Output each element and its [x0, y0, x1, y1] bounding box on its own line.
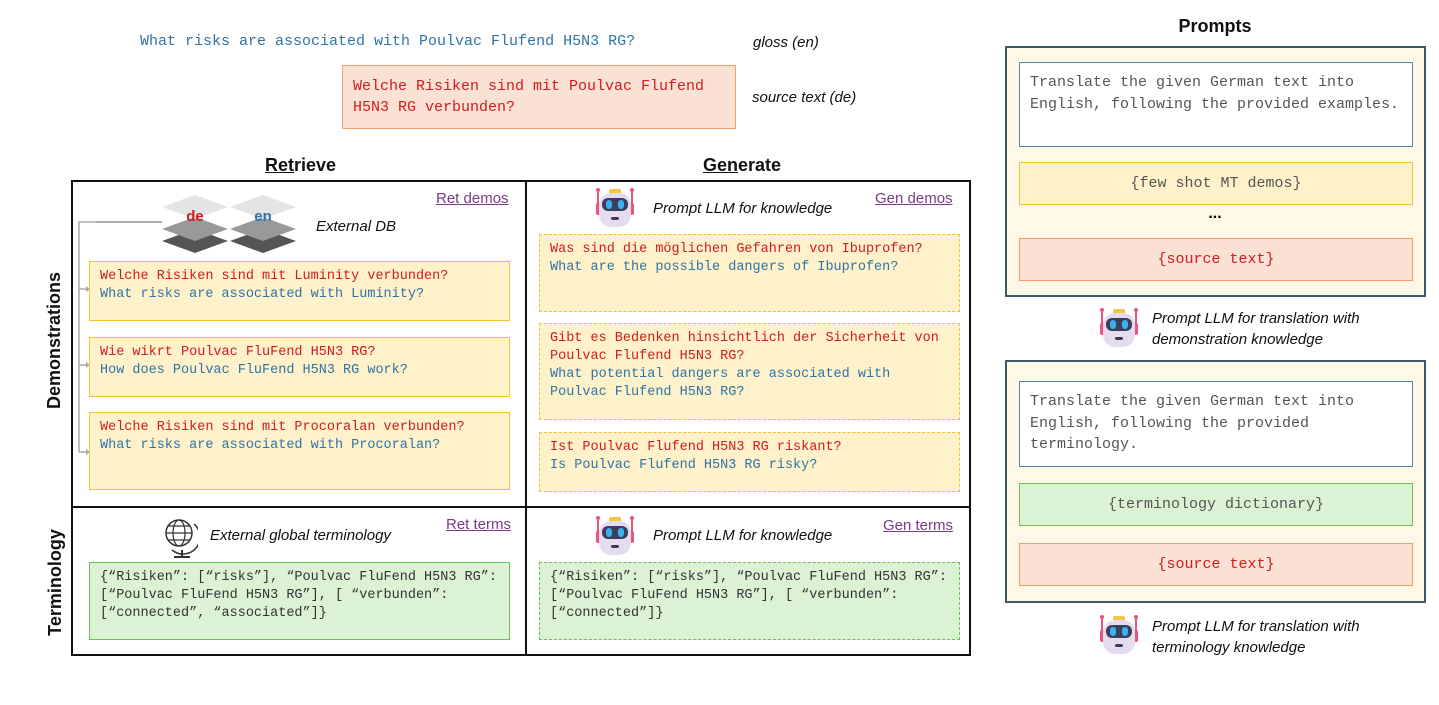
- connector-top: [96, 221, 162, 223]
- prompts-title: Prompts: [1178, 16, 1252, 36]
- demo-prompt-instruction: Translate the given German text into Eng…: [1019, 62, 1413, 147]
- robot-icon: [1097, 305, 1141, 349]
- ret-demo-item: Welche Risiken sind mit Procoralan verbu…: [89, 412, 510, 490]
- retrieve-rest: rieve: [294, 155, 337, 175]
- term-prompt-caption: Prompt LLM for translation with terminol…: [1152, 618, 1360, 656]
- demo-target: What risks are associated with Procorala…: [100, 438, 441, 453]
- demo-source: Welche Risiken sind mit Procoralan verbu…: [100, 420, 465, 435]
- globe-icon: [165, 519, 198, 558]
- gen-demo-item: Ist Poulvac Flufend H5N3 RG riskant? Is P…: [539, 432, 960, 492]
- gen-demos-link[interactable]: Gen demos: [875, 190, 953, 207]
- source-text-slot: {source text}: [1019, 543, 1413, 586]
- generate-rest: erate: [738, 155, 782, 175]
- gen-demo-item: Gibt es Bedenken hinsichtlich der Sicher…: [539, 323, 960, 420]
- grid-horizontal-divider: [71, 506, 971, 508]
- terminology-label: Terminology: [44, 528, 65, 636]
- demo-target: How does Poulvac FluFend H5N3 RG work?: [100, 363, 408, 378]
- robot-icon: [593, 185, 637, 229]
- demo-source: Gibt es Bedenken hinsichtlich der Sicher…: [550, 331, 939, 364]
- db-tag-de: de: [186, 208, 204, 225]
- retrieve-header: Retrieve: [265, 155, 336, 176]
- gen-demo-item: Was sind die möglichen Gefahren von Ibup…: [539, 234, 960, 312]
- demo-target: What potential dangers are associated wi…: [550, 367, 891, 400]
- gen-terms-dictionary: {“Risiken”: [“risks”], “Poulvac FluFend …: [539, 562, 960, 640]
- robot-icon: [593, 513, 637, 557]
- demo-source: Welche Risiken sind mit Luminity verbund…: [100, 269, 449, 284]
- global-terminology-label: External global terminology: [210, 527, 391, 544]
- ret-terms-link[interactable]: Ret terms: [446, 516, 512, 533]
- source-text-slot: {source text}: [1019, 238, 1413, 281]
- terminology-slot: {terminology dictionary}: [1019, 483, 1413, 526]
- ret-demos-link[interactable]: Ret demos: [436, 190, 509, 207]
- generate-underlined: Gen: [703, 155, 739, 175]
- ret-demo-item: Wie wikrt Poulvac FluFend H5N3 RG? How do…: [89, 337, 510, 397]
- db-tag-en: en: [254, 208, 272, 225]
- grid-vertical-divider: [525, 180, 527, 656]
- robot-icon: [1097, 612, 1141, 656]
- gloss-label: gloss (en): [753, 34, 819, 51]
- ret-demo-item: Welche Risiken sind mit Luminity verbund…: [89, 261, 510, 321]
- ellipsis: ...: [1208, 205, 1222, 222]
- database-icon: de en: [162, 195, 296, 253]
- source-label: source text (de): [752, 89, 857, 106]
- term-prompt-instruction: Translate the given German text into Eng…: [1019, 381, 1413, 467]
- demo-source: Ist Poulvac Flufend H5N3 RG riskant?: [550, 440, 842, 455]
- external-db-label: External DB: [316, 218, 397, 235]
- gloss-text: What risks are associated with Poulvac F…: [140, 33, 636, 50]
- source-text-box: Welche Risiken sind mit Poulvac Flufend …: [342, 65, 736, 129]
- few-shot-slot: {few shot MT demos}: [1019, 162, 1413, 205]
- gen-terms-link[interactable]: Gen terms: [883, 517, 954, 534]
- knowledge-grid: [71, 180, 971, 656]
- demo-prompt-caption: Prompt LLM for translation with demonstr…: [1152, 310, 1360, 348]
- demo-source: Wie wikrt Poulvac FluFend H5N3 RG?: [100, 345, 376, 360]
- ret-terms-dictionary: {“Risiken”: [“risks”], “Poulvac FluFend …: [89, 562, 510, 640]
- demo-source: Was sind die möglichen Gefahren von Ibup…: [550, 242, 923, 257]
- demo-target: Is Poulvac Flufend H5N3 RG risky?: [550, 458, 818, 473]
- connector-lines: [78, 221, 96, 455]
- generate-header: Generate: [703, 155, 781, 176]
- gen-terms-label: Prompt LLM for knowledge: [653, 527, 833, 544]
- demo-target: What risks are associated with Luminity?: [100, 287, 425, 302]
- demo-target: What are the possible dangers of Ibuprof…: [550, 260, 899, 275]
- gen-demos-label: Prompt LLM for knowledge: [653, 200, 833, 217]
- demonstrations-label: Demonstrations: [44, 271, 65, 409]
- retrieve-underlined: Ret: [265, 155, 295, 175]
